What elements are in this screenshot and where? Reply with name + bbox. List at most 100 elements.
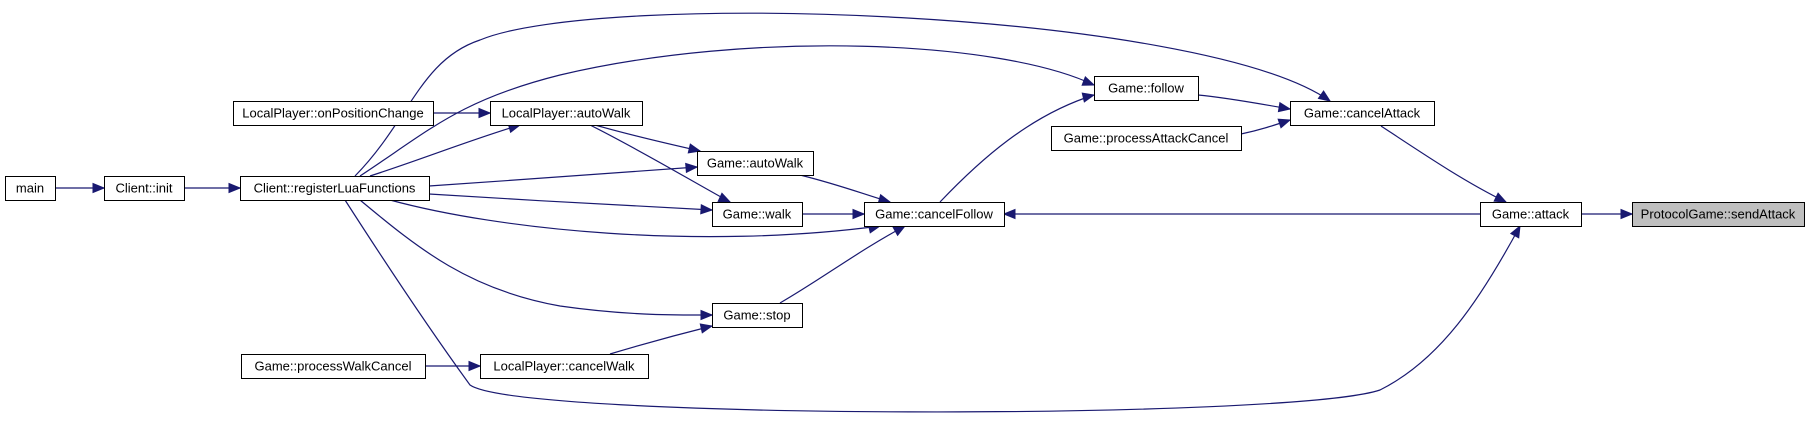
node-label: Game::cancelFollow [875,207,993,222]
arrowhead-icon [1277,101,1292,113]
node-stop[interactable]: Game::stop [712,303,803,328]
arrowhead-icon [852,208,866,220]
edge-follow-to-cancelattack [1197,94,1292,113]
arrowhead-icon [1509,224,1521,239]
node-label: Game::processWalkCancel [254,359,411,374]
edge-main-to-clientinit [55,182,106,194]
node-box[interactable] [5,176,56,201]
edge-registerlua-to-cancelattack [354,12,1332,177]
edge-line [359,199,713,316]
node-label: LocalPlayer::autoWalk [502,106,631,121]
edge-registerlua-to-autowalk [428,162,699,187]
arrowhead-icon [1002,208,1016,220]
edge-registerlua-to-attack [344,199,1521,413]
arrowhead-icon [687,143,702,154]
node-label: LocalPlayer::cancelWalk [493,359,635,374]
edge-lp_cancelwalk-to-stop [609,323,714,355]
node-box[interactable] [1094,76,1199,101]
node-lp_autowalk[interactable]: LocalPlayer::autoWalk [490,101,643,126]
edge-line [1380,125,1507,203]
arrowhead-icon [1277,118,1292,129]
node-box[interactable] [712,303,803,328]
node-attack[interactable]: Game::attack [1480,202,1582,227]
node-follow[interactable]: Game::follow [1094,76,1199,101]
node-box[interactable] [712,202,803,227]
node-box[interactable] [864,202,1005,227]
node-clientinit[interactable]: Client::init [104,176,185,201]
node-label: Client::init [115,181,172,196]
node-processattackcancel[interactable]: Game::processAttackCancel [1051,126,1242,151]
node-label: Game::follow [1108,81,1184,96]
edge-lp_onpositionchange-to-lp_autowalk [433,107,492,119]
edge-cancelfollow-to-follow [939,92,1096,203]
arrowhead-icon [685,162,699,174]
node-cancelattack[interactable]: Game::cancelAttack [1290,101,1435,126]
edge-registerlua-to-lp_autowalk [369,123,522,177]
arrowhead-icon [228,182,242,194]
arrowhead-icon [1620,208,1634,220]
arrowhead-icon [700,204,714,215]
nodes-layer: ProtocolGame::sendAttackGame::attackGame… [5,76,1805,379]
edge-line [799,174,891,203]
arrowhead-icon [468,360,482,372]
edge-lp_autowalk-to-walk [589,124,732,203]
edge-processattackcancel-to-cancelattack [1240,118,1292,135]
edge-line [594,124,701,152]
node-lp_onpositionchange[interactable]: LocalPlayer::onPositionChange [233,101,434,126]
node-box[interactable] [240,176,430,201]
edge-line [779,225,906,304]
node-label: Game::walk [723,207,792,222]
node-main[interactable]: main [5,176,56,201]
node-box[interactable] [241,354,426,379]
edge-attack-to-cancelfollow [1002,208,1480,220]
node-lp_cancelwalk[interactable]: LocalPlayer::cancelWalk [480,354,649,379]
edge-line [1197,94,1291,110]
node-label: ProtocolGame::sendAttack [1641,207,1796,222]
edge-line [609,325,713,355]
arrowhead-icon [717,192,732,203]
node-cancelfollow[interactable]: Game::cancelFollow [864,202,1005,227]
node-box[interactable] [480,354,649,379]
arrowhead-icon [92,182,106,194]
edge-registerlua-to-walk [428,193,714,215]
arrowhead-icon [699,323,714,334]
edge-attack-to-sendattack [1581,208,1634,220]
node-label: Game::attack [1492,207,1570,222]
edge-autowalk-to-cancelfollow [799,174,892,204]
node-label: LocalPlayer::onPositionChange [242,106,423,121]
edge-cancelattack-to-attack [1380,125,1508,203]
node-box[interactable] [1290,101,1435,126]
node-box[interactable] [104,176,185,201]
node-walk[interactable]: Game::walk [712,202,803,227]
edge-line [369,124,521,177]
node-box[interactable] [490,101,643,126]
arrowhead-icon [700,309,714,321]
arrowhead-icon [1317,90,1332,102]
arrowhead-icon [892,225,907,237]
arrowhead-icon [478,107,492,119]
node-box[interactable] [697,151,814,176]
node-box[interactable] [1632,202,1805,227]
node-registerlua[interactable]: Client::registerLuaFunctions [240,176,430,201]
node-sendattack[interactable]: ProtocolGame::sendAttack [1632,202,1805,227]
edge-walk-to-cancelfollow [802,208,866,220]
arrowhead-icon [1493,192,1508,203]
edge-line [359,45,1095,177]
arrowhead-icon [1081,75,1096,86]
edge-line [428,193,713,211]
edges-layer [55,12,1634,413]
node-label: Game::processAttackCancel [1064,131,1229,146]
arrowhead-icon [1081,92,1096,103]
node-box[interactable] [233,101,434,126]
node-label: Game::stop [723,308,790,323]
node-label: main [16,181,44,196]
edge-lp_autowalk-to-autowalk [594,124,702,154]
edge-line [939,94,1095,203]
node-processwalkcancel[interactable]: Game::processWalkCancel [241,354,426,379]
node-autowalk[interactable]: Game::autoWalk [697,151,814,176]
node-box[interactable] [1051,126,1242,151]
node-box[interactable] [1480,202,1582,227]
edge-registerlua-to-stop [359,199,714,321]
edge-line [428,166,698,187]
